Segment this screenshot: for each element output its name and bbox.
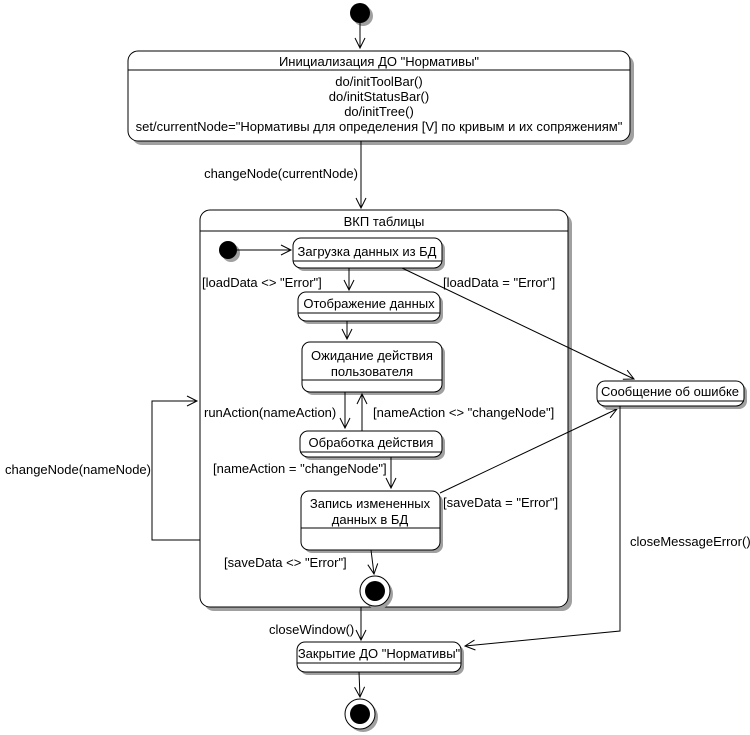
inner-final-state-icon bbox=[359, 575, 393, 609]
state-error: Сообщение об ошибке bbox=[596, 380, 747, 409]
state-init-action-4: set/currentNode="Нормативы для определен… bbox=[136, 119, 623, 134]
state-wait-title-line2: пользователя bbox=[331, 364, 413, 379]
state-error-box bbox=[596, 380, 745, 407]
label-load-ok: [loadData <> "Error"] bbox=[202, 275, 322, 290]
state-error-title: Сообщение об ошибке bbox=[601, 384, 739, 399]
state-init: Инициализация ДО "Нормативы" do/initTool… bbox=[127, 50, 634, 145]
state-save-box bbox=[300, 490, 441, 551]
inner-final-dot bbox=[365, 581, 385, 601]
state-save-title-line2: данных в БД bbox=[332, 512, 409, 527]
state-process-box bbox=[299, 430, 443, 458]
inner-initial-state-icon bbox=[219, 241, 240, 262]
state-display-title: Отображение данных bbox=[303, 296, 435, 311]
label-save-error: [saveData = "Error"] bbox=[443, 495, 558, 510]
state-init-box bbox=[127, 50, 631, 142]
final-state-dot bbox=[350, 704, 370, 724]
state-process-title: Обработка действия bbox=[309, 435, 434, 450]
state-save-title-line1: Запись измененных bbox=[310, 496, 431, 511]
label-change-node-name: changeNode(nameNode) bbox=[5, 462, 151, 477]
label-action-change-node: [nameAction = "changeNode"] bbox=[213, 461, 387, 476]
edge-change-node-loop bbox=[151, 395, 200, 541]
state-wait: Ожидание действия пользователя bbox=[301, 341, 445, 395]
state-close-title: Закрытие ДО "Нормативы" bbox=[298, 646, 461, 661]
state-process: Обработка действия bbox=[299, 430, 445, 460]
state-load: Загрузка данных из БД bbox=[292, 237, 445, 271]
initial-state-dot bbox=[350, 3, 370, 23]
state-load-title: Загрузка данных из БД bbox=[298, 244, 437, 259]
state-init-action-3: do/initTree() bbox=[344, 104, 414, 119]
final-state-icon bbox=[344, 698, 378, 732]
state-init-action-2: do/initStatusBar() bbox=[329, 89, 429, 104]
edge-error-to-close bbox=[463, 406, 621, 651]
label-load-error: [loadData = "Error"] bbox=[443, 275, 555, 290]
state-vkp: ВКП таблицы bbox=[199, 209, 572, 611]
label-close-message-error: closeMessageError() bbox=[630, 534, 750, 549]
label-save-ok: [saveData <> "Error"] bbox=[224, 555, 347, 570]
label-change-node-current: changeNode(currentNode) bbox=[204, 166, 358, 181]
edge-save-to-inner-final bbox=[367, 549, 379, 576]
edge-close-to-final bbox=[354, 671, 366, 699]
label-run-action: runAction(nameAction) bbox=[204, 405, 336, 420]
state-display: Отображение данных bbox=[297, 291, 443, 324]
inner-initial-dot bbox=[219, 241, 237, 259]
state-display-box bbox=[297, 291, 441, 322]
label-action-not-change-node: [nameAction <> "changeNode"] bbox=[373, 405, 554, 420]
state-vkp-title: ВКП таблицы bbox=[344, 214, 425, 229]
state-init-title: Инициализация ДО "Нормативы" bbox=[279, 54, 479, 69]
state-wait-title-line1: Ожидание действия bbox=[311, 348, 433, 363]
state-init-action-1: do/initToolBar() bbox=[335, 74, 422, 89]
label-close-window: closeWindow() bbox=[269, 622, 354, 637]
state-close: Закрытие ДО "Нормативы" bbox=[296, 641, 464, 675]
edge-save-to-error bbox=[439, 408, 619, 494]
state-close-box bbox=[296, 641, 462, 673]
edge-load-to-error bbox=[401, 267, 636, 380]
state-save: Запись измененных данных в БД bbox=[300, 490, 443, 553]
initial-state-icon bbox=[350, 3, 373, 26]
